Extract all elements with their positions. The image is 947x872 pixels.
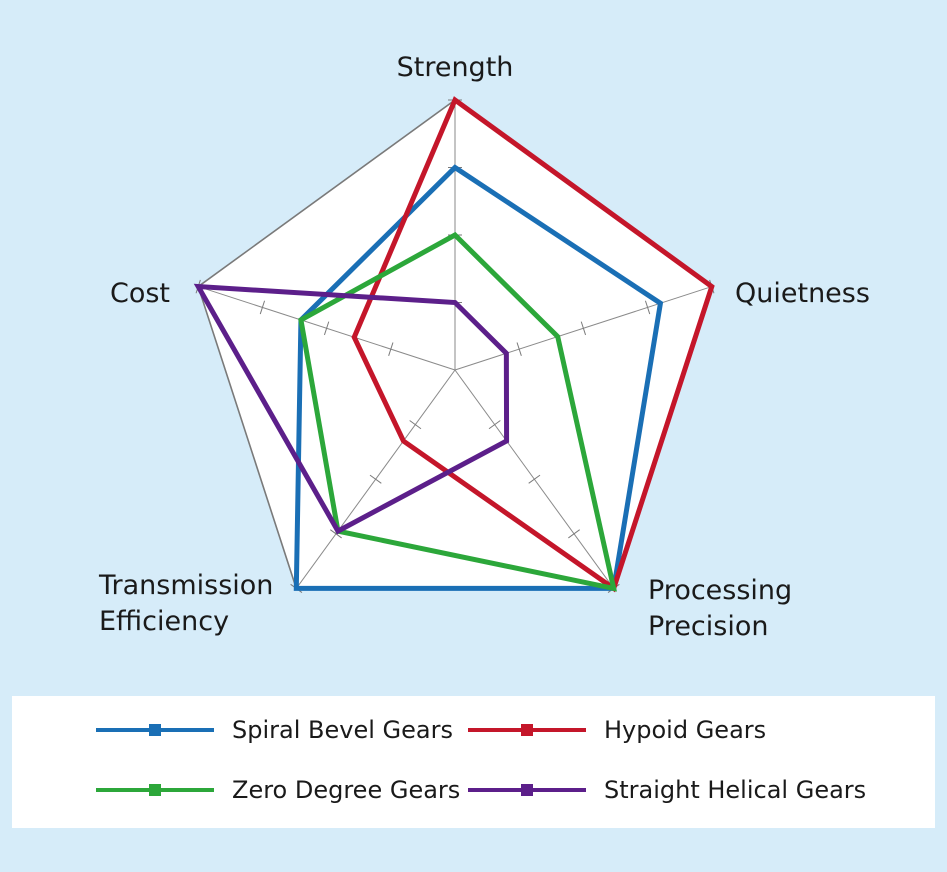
radar-tick-cost-2 bbox=[323, 321, 330, 336]
legend-swatch bbox=[468, 710, 586, 750]
legend-label: Hypoid Gears bbox=[604, 716, 767, 744]
legend-marker bbox=[521, 784, 533, 796]
legend-swatch bbox=[468, 770, 586, 810]
radar-tick-quietness-1 bbox=[516, 342, 522, 356]
legend-marker bbox=[149, 784, 161, 796]
radar-tick-efficiency-2 bbox=[369, 474, 382, 484]
radar-tick-precision-3 bbox=[568, 529, 580, 539]
axis-label-line: Precision bbox=[648, 611, 768, 642]
radar-tick-cost-3 bbox=[259, 300, 266, 315]
axis-label-cost: Cost bbox=[110, 278, 170, 309]
legend-marker bbox=[149, 724, 161, 736]
legend-swatch bbox=[96, 710, 214, 750]
legend-marker bbox=[521, 724, 533, 736]
radar-tick-precision-2 bbox=[528, 474, 541, 484]
series-straight-helical-gears bbox=[193, 283, 510, 535]
radar-tick-efficiency-3 bbox=[330, 529, 342, 539]
legend-swatch bbox=[96, 770, 214, 810]
legend-item: Zero Degree Gears bbox=[96, 770, 460, 810]
axis-label-line: Quietness bbox=[735, 278, 870, 309]
legend-label: Spiral Bevel Gears bbox=[232, 716, 453, 744]
legend-label: Zero Degree Gears bbox=[232, 776, 461, 804]
legend-item: Straight Helical Gears bbox=[468, 770, 866, 810]
axis-label-line: Efficiency bbox=[99, 606, 229, 637]
axis-label-strength: Strength bbox=[397, 52, 514, 83]
radar-series bbox=[193, 96, 715, 593]
radar-tick-quietness-3 bbox=[644, 300, 651, 315]
legend-item: Hypoid Gears bbox=[468, 710, 766, 750]
radar-tick-quietness-2 bbox=[580, 321, 587, 336]
axis-label-line: Cost bbox=[110, 278, 170, 309]
series-zero-degree-gears bbox=[298, 231, 617, 592]
radar-tick-cost-1 bbox=[388, 342, 394, 356]
axis-label-line: Strength bbox=[397, 52, 514, 83]
axis-label-line: Processing bbox=[648, 575, 792, 606]
axis-label-line: Transmission bbox=[98, 570, 273, 601]
radar-tick-precision-1 bbox=[488, 420, 501, 430]
legend-label: Straight Helical Gears bbox=[604, 776, 867, 804]
legend-item: Spiral Bevel Gears bbox=[96, 710, 453, 750]
axis-label-quietness: Quietness bbox=[735, 278, 870, 309]
radar-tick-efficiency-1 bbox=[409, 420, 422, 430]
